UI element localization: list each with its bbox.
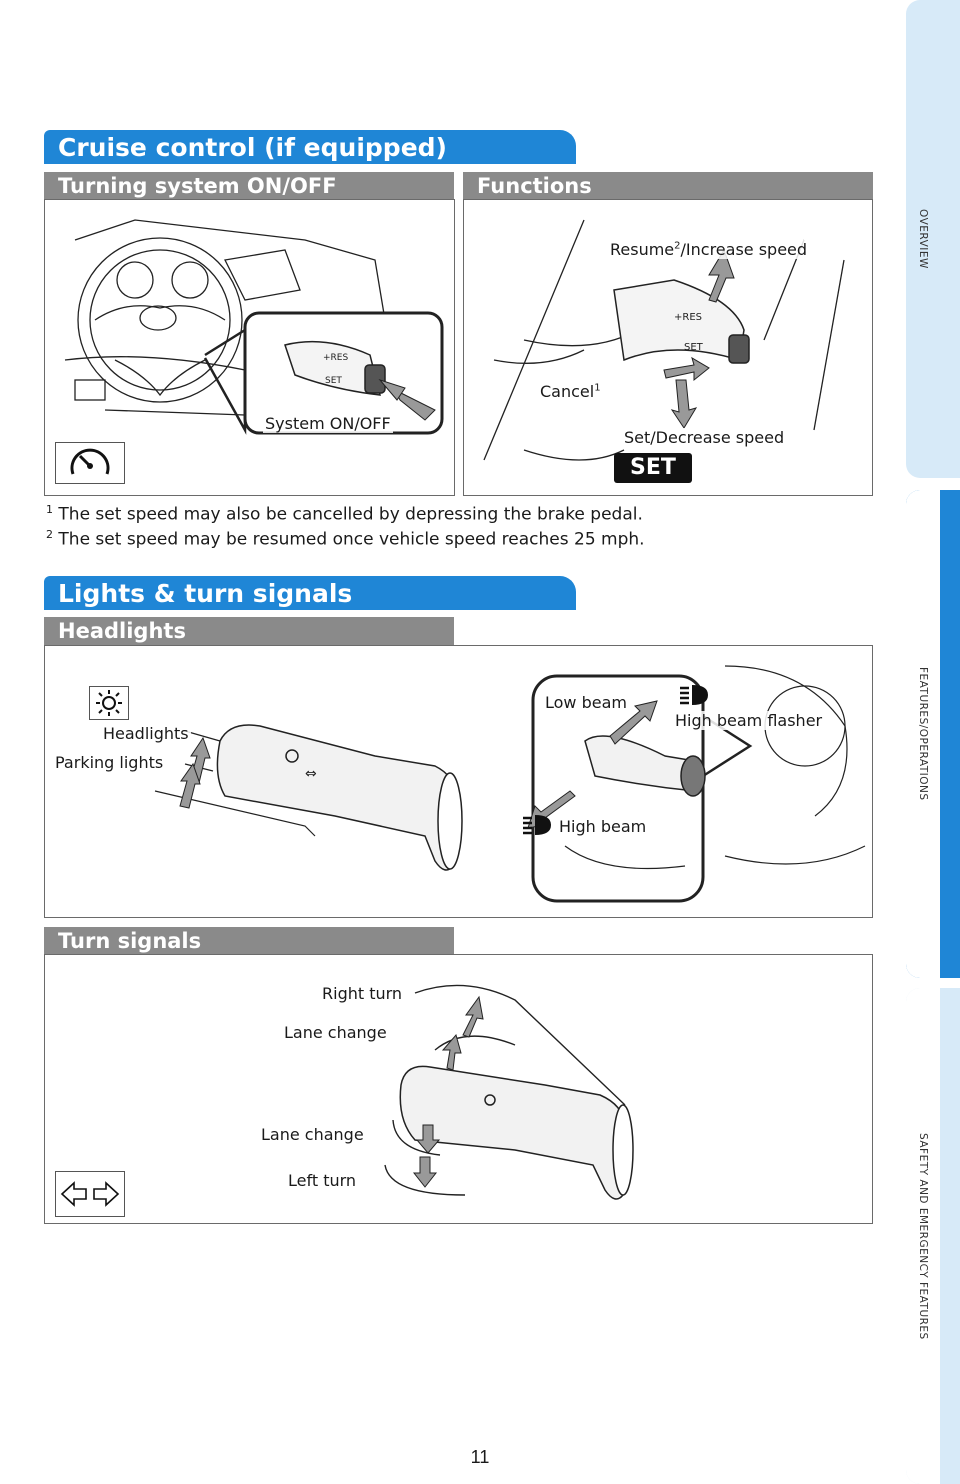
resume-label: Resume2/Increase speed [608, 240, 810, 259]
speedometer-icon [70, 448, 110, 475]
high-beam-icon [523, 815, 551, 835]
side-tab-label: OVERVIEW [917, 209, 929, 269]
cruise-section-title: Cruise control (if equipped) [44, 130, 576, 164]
cruise-indicator-icon-box [55, 442, 125, 484]
cruise-right-subheading: Functions [463, 172, 873, 200]
svg-text:SET: SET [684, 342, 704, 353]
headlight-lever-illustration: ⇔ [154, 665, 866, 903]
left-turn-label: Left turn [286, 1171, 359, 1190]
page-number: 11 [470, 1447, 490, 1467]
side-tab-features[interactable]: FEATURES/OPERATIONS [906, 490, 960, 978]
set-badge: SET [614, 453, 692, 483]
turn-arrows-icon [60, 1181, 120, 1207]
set-decrease-label: Set/Decrease speed [622, 428, 787, 447]
parking-lights-label: Parking lights [53, 753, 166, 772]
turn-signals-panel: Right turn Lane change Lane change Left … [44, 954, 873, 1224]
system-onoff-label: System ON/OFF [263, 414, 393, 433]
lane-change-down-label: Lane change [259, 1125, 366, 1144]
side-tab-safety[interactable]: SAFETY AND EMERGENCY FEATURES [906, 988, 960, 1484]
cruise-lever-illustration: +RES SET [483, 219, 845, 461]
svg-text:⇔: ⇔ [305, 766, 317, 782]
cancel-label: Cancel1 [538, 382, 603, 401]
right-turn-label: Right turn [320, 984, 405, 1003]
high-beam-flasher-icon [680, 685, 708, 705]
svg-text:SET: SET [325, 376, 342, 386]
headlights-position-label: Headlights [101, 724, 191, 743]
high-beam-flasher-label: High beam flasher [673, 711, 825, 730]
footnote-2: 2 The set speed may be resumed once vehi… [46, 528, 645, 550]
lights-section-title: Lights & turn signals [44, 576, 576, 610]
turn-indicator-icon-box [55, 1171, 125, 1217]
cruise-functions-panel: +RES SET Resume2/Increase speed Cancel1 … [463, 199, 873, 496]
high-beam-label: High beam [557, 817, 649, 836]
headlights-panel: ⇔ [44, 645, 873, 918]
cruise-onoff-panel: +RES SET System ON/OFF [44, 199, 455, 496]
turn-lever-illustration [384, 984, 634, 1200]
headlights-subheading: Headlights [44, 617, 454, 645]
dashboard-illustration: +RES SET [64, 219, 444, 435]
turn-signals-subheading: Turn signals [44, 927, 454, 955]
svg-text:+RES: +RES [674, 312, 702, 323]
low-beam-label: Low beam [543, 693, 629, 712]
lane-change-up-label: Lane change [282, 1023, 389, 1042]
cruise-left-subheading: Turning system ON/OFF [44, 172, 454, 200]
footnote-1: 1 The set speed may also be cancelled by… [46, 503, 643, 525]
headlight-indicator-icon-box [89, 686, 129, 720]
side-tab-label: FEATURES/OPERATIONS [917, 667, 929, 801]
side-tab-overview[interactable]: OVERVIEW [906, 0, 960, 478]
svg-text:+RES: +RES [323, 353, 348, 363]
headlight-sun-icon [96, 690, 122, 716]
side-tab-label: SAFETY AND EMERGENCY FEATURES [917, 1132, 929, 1340]
